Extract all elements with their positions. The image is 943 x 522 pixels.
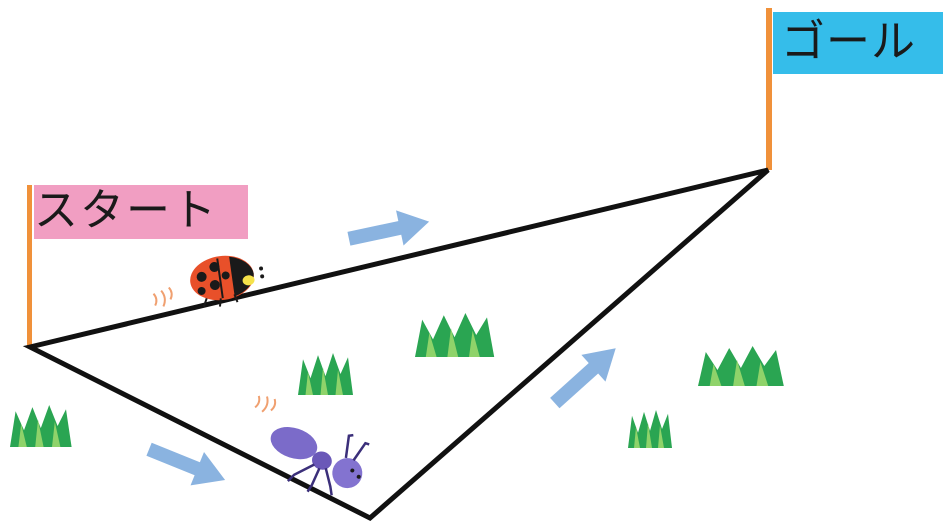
- grass-icon: [298, 353, 353, 395]
- grass-icon: [415, 313, 495, 357]
- goal-flag-label: ゴール: [773, 12, 943, 74]
- ladybug-icon: [152, 255, 265, 308]
- start-flag-pole: [27, 185, 32, 347]
- grass-icon: [10, 405, 72, 447]
- grass-icon: [628, 410, 672, 448]
- arrow-up-right-icon: [550, 348, 616, 409]
- arrow-down-right-icon: [146, 442, 226, 486]
- grass-icon: [698, 346, 784, 386]
- start-flag-label: スタート: [34, 185, 248, 239]
- goal-flag-pole: [766, 8, 772, 170]
- ant-icon: [254, 395, 370, 496]
- arrow-right-icon: [347, 210, 430, 246]
- course-path: [22, 167, 770, 521]
